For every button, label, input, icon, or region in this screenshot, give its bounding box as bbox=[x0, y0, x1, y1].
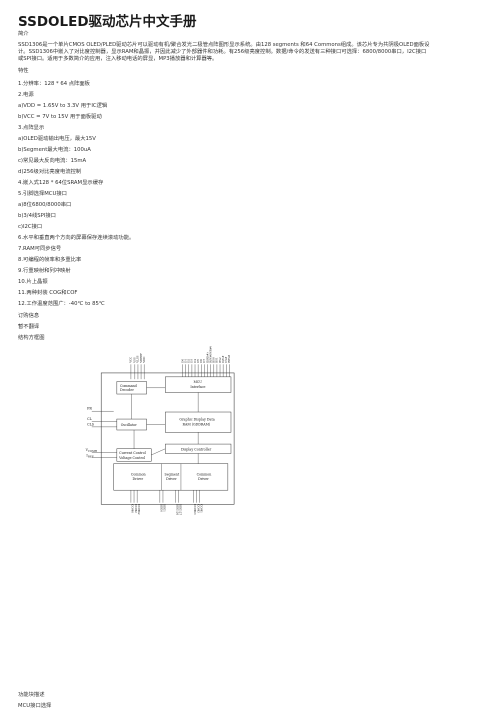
feature-item: c)常见最大反向电流：15mA bbox=[18, 158, 87, 164]
pin-label: D3 bbox=[190, 359, 194, 363]
pin-iref-label: I bbox=[86, 454, 88, 458]
pin-fr-label: FR bbox=[87, 407, 92, 411]
pin-label: D2 bbox=[187, 359, 191, 363]
pin-vcomh-sub: COMH bbox=[88, 449, 98, 453]
page-title: SSDOLED驱动芯片中文手册 bbox=[18, 14, 197, 30]
command-decoder-label: Decoder bbox=[120, 388, 134, 392]
feature-item: 5.引脚选择MCU接口 bbox=[18, 191, 67, 197]
feature-item: 8.可编程的帧率和多重比率 bbox=[18, 257, 82, 263]
common-driver-label: Common bbox=[131, 472, 147, 476]
intro-line-3: 或SPI接口。适用于多数简介的应用，注入移动电话的屏显，MP3播放器和计算器等。 bbox=[18, 56, 218, 62]
common-driver-b-label: Common bbox=[197, 472, 213, 476]
pin-cls-label: CLS bbox=[87, 422, 94, 426]
block-diagram: VCC VSS VLSS VBREF VDD D0 D1 D2 D3 D4 D5… bbox=[82, 344, 298, 564]
chip-outline bbox=[100, 372, 235, 505]
pin-label: R/W#(WR#) bbox=[208, 346, 212, 363]
pin-vcomh-label: V bbox=[85, 448, 89, 452]
pin-label: RES# bbox=[227, 354, 231, 363]
pin-label: SEG127 bbox=[178, 504, 182, 515]
pin-label: VBREF bbox=[139, 353, 143, 364]
features-heading: 特性 bbox=[18, 68, 29, 74]
segment-driver-label: Segment bbox=[165, 472, 180, 476]
intro-line-2: 计。SSD1306中嵌入了对比度控制器，显示RAM和晶振，并因此减少了外部器件和… bbox=[18, 49, 427, 55]
pin-label: BS2 bbox=[218, 357, 222, 363]
pin-label: VLSS bbox=[136, 355, 140, 363]
feature-item: b)Segment最大电流：100uA bbox=[18, 147, 91, 153]
mcu-interface-label: MCU bbox=[193, 380, 202, 384]
pin-label: E(RD#) bbox=[205, 352, 209, 362]
pin-label: SEG1 bbox=[163, 504, 167, 512]
connector-lines bbox=[91, 387, 199, 464]
pin-label: BS0 bbox=[212, 357, 216, 363]
mcu-interface-block bbox=[165, 376, 232, 393]
display-controller-label: Display Controller bbox=[181, 447, 212, 451]
block-diagram-svg: VCC VSS VLSS VBREF VDD D0 D1 D2 D3 D4 D5… bbox=[85, 346, 235, 515]
pin-label: D7 bbox=[202, 359, 206, 363]
pin-label: COM63 bbox=[193, 504, 197, 515]
feature-item: b)3/4线SPI接口 bbox=[18, 213, 56, 219]
pin-label: SEG0 bbox=[160, 504, 164, 512]
pin-label: COM62 bbox=[137, 504, 141, 515]
block-diagram-heading: 结构方框图 bbox=[18, 335, 45, 341]
pin-label: D6 bbox=[199, 359, 203, 363]
feature-item: c)I2C接口 bbox=[18, 224, 43, 230]
current-control-label: Current Control bbox=[119, 451, 146, 455]
pin-label: D0 bbox=[180, 359, 184, 363]
pin-label: D/C# bbox=[221, 355, 225, 363]
pin-label: VCC bbox=[129, 357, 133, 364]
mcu-interface-heading: MCU接口选择 bbox=[18, 703, 52, 709]
feature-item: 7.RAM可同步信号 bbox=[18, 246, 62, 252]
segment-driver-label: Driver bbox=[166, 477, 177, 481]
driver-block bbox=[113, 463, 229, 491]
pin-label: SEG126 bbox=[175, 504, 179, 515]
common-driver-b-label: Driver bbox=[198, 477, 209, 481]
feature-item: a)OLED驱动输出电压，最大15V bbox=[18, 136, 96, 142]
current-control-label: Voltage Control bbox=[118, 456, 145, 460]
common-driver-label: Driver bbox=[132, 477, 143, 481]
order-info-heading: 订购信息 bbox=[18, 313, 40, 319]
pin-label: D1 bbox=[183, 359, 187, 363]
pin-label: VDD bbox=[142, 357, 146, 364]
pin-cl-label: CL bbox=[87, 417, 92, 421]
feature-item: d)256级对比亮度电流控制 bbox=[18, 169, 82, 175]
feature-item: 11.两种封装 COG和COF bbox=[18, 290, 78, 296]
feature-item: a)VDD = 1.65V to 3.3V 用于IC逻辑 bbox=[18, 103, 108, 109]
pin-label: COM2 bbox=[134, 504, 138, 513]
pin-label: BS1 bbox=[215, 357, 219, 363]
intro-line-1: SSD1306是一个单片CMOS OLED/PLED驱动芯片可以驱动有机/聚合发… bbox=[18, 42, 430, 48]
pin-label: COM3 bbox=[196, 504, 200, 513]
pin-label: D5 bbox=[196, 359, 200, 363]
mcu-interface-label: Interface bbox=[190, 385, 205, 389]
function-block-heading: 功能块描述 bbox=[18, 692, 45, 698]
oscillator-label: Oscillator bbox=[121, 423, 138, 427]
pin-label: CS# bbox=[224, 356, 228, 363]
bottom-pin-labels: COM0 COM2 COM62 SEG0 SEG1 SEG126 SEG127 … bbox=[131, 504, 204, 515]
intro-heading: 简介 bbox=[18, 31, 29, 37]
pin-label: COM0 bbox=[131, 504, 135, 513]
feature-item: 12.工作温度范围广：-40℃ to 85℃ bbox=[18, 301, 105, 307]
feature-item: 1.分辨率：128 * 64 点阵面板 bbox=[18, 81, 90, 87]
bottom-pin-lines bbox=[130, 490, 200, 503]
gddram-label: RAM (GDDRAM) bbox=[183, 422, 211, 426]
feature-item: a)8位6800/8000串口 bbox=[18, 202, 72, 208]
feature-item: 10.片上晶振 bbox=[18, 279, 48, 285]
command-decoder-label: Command bbox=[120, 384, 137, 388]
not-translated-note: 暂不翻译 bbox=[18, 324, 40, 330]
feature-item: 9.行重映射和列冲映射 bbox=[18, 268, 71, 274]
feature-item: 6.水平和垂直两个方向的屏幕保存连续滚动功能。 bbox=[18, 235, 135, 241]
feature-item: b)VCC = 7V to 15V 用于面板驱动 bbox=[18, 114, 102, 120]
pin-iref-sub: REF bbox=[88, 454, 94, 458]
feature-item: 4.嵌入式128 * 64位SRAM显示缓存 bbox=[18, 180, 104, 186]
feature-item: 2.电源 bbox=[18, 92, 34, 98]
top-pin-labels: VCC VSS VLSS VBREF VDD D0 D1 D2 D3 D4 D5… bbox=[129, 346, 232, 364]
pin-label: D4 bbox=[193, 359, 197, 363]
gddram-label: Graphic Display Data bbox=[179, 418, 214, 422]
pin-label: COM1 bbox=[199, 504, 203, 513]
feature-item: 3.点阵显示 bbox=[18, 125, 45, 131]
pin-label: VSS bbox=[133, 357, 137, 364]
